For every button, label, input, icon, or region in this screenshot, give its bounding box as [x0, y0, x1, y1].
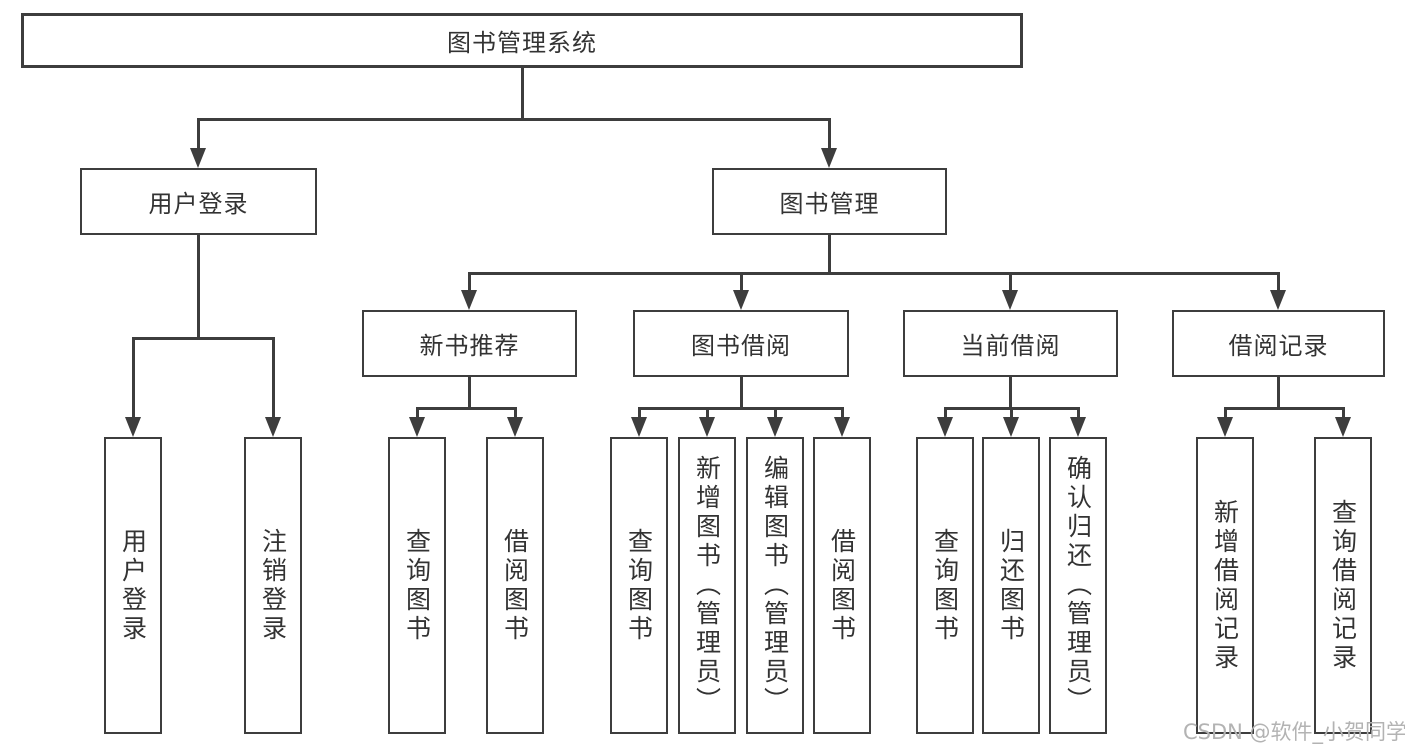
arrow-down-icon	[409, 417, 425, 437]
connector-line	[1342, 407, 1345, 419]
connector-line	[416, 407, 419, 419]
connector-line	[638, 407, 641, 419]
connector-line	[740, 272, 743, 292]
arrow-down-icon	[733, 290, 749, 310]
arrow-down-icon	[699, 417, 715, 437]
connector-line	[841, 407, 844, 419]
node-label: 用户登录	[148, 190, 249, 218]
node-label: 借阅记录	[1228, 332, 1329, 360]
leaf-query-borrow-record: 查询借阅记录	[1314, 437, 1372, 734]
node-book-management: 图书管理	[712, 168, 947, 235]
leaf-label: 编辑图书（管理员）	[760, 455, 790, 716]
leaf-label: 借阅图书	[500, 527, 530, 644]
connector-line	[944, 407, 947, 419]
arrow-down-icon	[1270, 290, 1286, 310]
connector-line	[468, 377, 471, 410]
leaf-label: 查询图书	[930, 527, 960, 644]
arrow-down-icon	[1003, 417, 1019, 437]
connector-line	[1277, 377, 1280, 410]
arrow-down-icon	[265, 417, 281, 437]
node-label: 图书管理	[779, 190, 880, 218]
leaf-label: 新增图书（管理员）	[692, 455, 722, 716]
node-label: 图书管理系统	[447, 29, 597, 57]
node-borrowing-records: 借阅记录	[1172, 310, 1385, 377]
connector-line	[706, 407, 709, 419]
leaf-logout: 注销登录	[244, 437, 302, 734]
connector-line	[1224, 407, 1344, 410]
connector-line	[416, 407, 517, 410]
connector-line	[468, 272, 1280, 275]
arrow-down-icon	[834, 417, 850, 437]
node-label: 新书推荐	[419, 332, 520, 360]
connector-line	[468, 272, 471, 292]
leaf-label: 借阅图书	[827, 527, 857, 644]
leaf-add-borrow-record: 新增借阅记录	[1196, 437, 1254, 734]
connector-line	[828, 118, 831, 150]
arrow-down-icon	[1335, 417, 1351, 437]
arrow-down-icon	[1002, 290, 1018, 310]
leaf-query-books: 查询图书	[916, 437, 974, 734]
leaf-confirm-return-admin: 确认归还（管理员）	[1049, 437, 1107, 734]
arrow-down-icon	[190, 148, 206, 168]
csdn-watermark: CSDN @软件_小贺同学	[1183, 720, 1405, 744]
connector-line	[132, 337, 135, 419]
connector-line	[514, 407, 517, 419]
connector-line	[774, 407, 777, 419]
connector-line	[272, 337, 275, 419]
arrow-down-icon	[1217, 417, 1233, 437]
node-label: 图书借阅	[691, 332, 791, 360]
arrow-down-icon	[631, 417, 647, 437]
leaf-user-login: 用户登录	[104, 437, 162, 734]
connector-line	[197, 118, 200, 150]
connector-line	[1009, 377, 1012, 410]
arrow-down-icon	[937, 417, 953, 437]
arrow-down-icon	[821, 148, 837, 168]
node-label: 当前借阅	[960, 332, 1061, 360]
leaf-label: 用户登录	[118, 527, 148, 644]
connector-line	[197, 235, 200, 337]
arrow-down-icon	[767, 417, 783, 437]
connector-line	[1009, 272, 1012, 292]
leaf-label: 确认归还（管理员）	[1063, 455, 1093, 716]
connector-line	[132, 337, 274, 340]
node-user-login: 用户登录	[80, 168, 317, 235]
leaf-borrow-books: 借阅图书	[813, 437, 871, 734]
connector-line	[521, 68, 524, 118]
node-library-management-system: 图书管理系统	[21, 13, 1023, 68]
connector-line	[197, 118, 831, 121]
node-book-borrowing: 图书借阅	[633, 310, 849, 377]
leaf-edit-books-admin: 编辑图书（管理员）	[746, 437, 804, 734]
leaf-label: 查询图书	[624, 527, 654, 644]
leaf-label: 查询借阅记录	[1328, 498, 1358, 673]
leaf-return-books: 归还图书	[982, 437, 1040, 734]
arrow-down-icon	[461, 290, 477, 310]
leaf-label: 注销登录	[258, 527, 288, 644]
arrow-down-icon	[125, 417, 141, 437]
connector-line	[1077, 407, 1080, 419]
arrow-down-icon	[1070, 417, 1086, 437]
connector-line	[1277, 272, 1280, 292]
leaf-add-books-admin: 新增图书（管理员）	[678, 437, 736, 734]
leaf-query-books: 查询图书	[610, 437, 668, 734]
connector-line	[1010, 407, 1013, 419]
connector-line	[1224, 407, 1227, 419]
leaf-borrow-books: 借阅图书	[486, 437, 544, 734]
connector-line	[740, 377, 743, 410]
leaf-label: 新增借阅记录	[1210, 498, 1240, 673]
node-new-book-recommendation: 新书推荐	[362, 310, 577, 377]
connector-line	[638, 407, 843, 410]
arrow-down-icon	[507, 417, 523, 437]
node-current-borrowing: 当前借阅	[903, 310, 1118, 377]
leaf-query-books: 查询图书	[388, 437, 446, 734]
leaf-label: 查询图书	[402, 527, 432, 644]
connector-line	[828, 235, 831, 275]
leaf-label: 归还图书	[996, 527, 1026, 644]
